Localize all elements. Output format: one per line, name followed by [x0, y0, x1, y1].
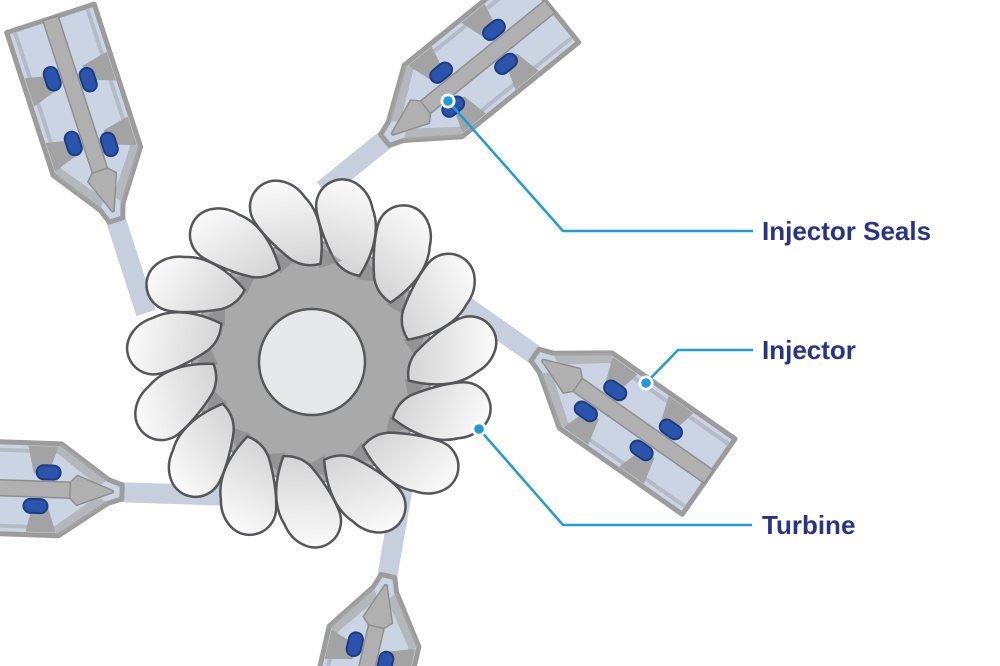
callout-dot-turbine: [474, 424, 484, 434]
leader-line-injector-seals: [447, 100, 753, 233]
injector-right: [509, 317, 735, 514]
turbine-hub: [257, 307, 367, 417]
water-jet: [113, 482, 234, 506]
water-jet: [451, 291, 548, 369]
injector-bottom: [295, 566, 432, 666]
callout-dot-injector-seals: [443, 96, 453, 106]
leader-line-injector: [645, 348, 753, 384]
injector-top: [356, 0, 579, 176]
callout-dots: [440, 93, 654, 437]
callout-dot-injector: [641, 378, 651, 388]
water-jet: [103, 207, 156, 317]
turbine-wheel: [120, 171, 500, 552]
label-turbine: Turbine: [762, 510, 856, 540]
injector-top-left: [7, 4, 160, 234]
leader-line-turbine: [478, 428, 752, 527]
leader-lines: [447, 100, 753, 527]
label-injector-seals: Injector Seals: [762, 216, 932, 246]
label-injector: Injector: [762, 335, 856, 365]
injector-left: [0, 439, 124, 538]
